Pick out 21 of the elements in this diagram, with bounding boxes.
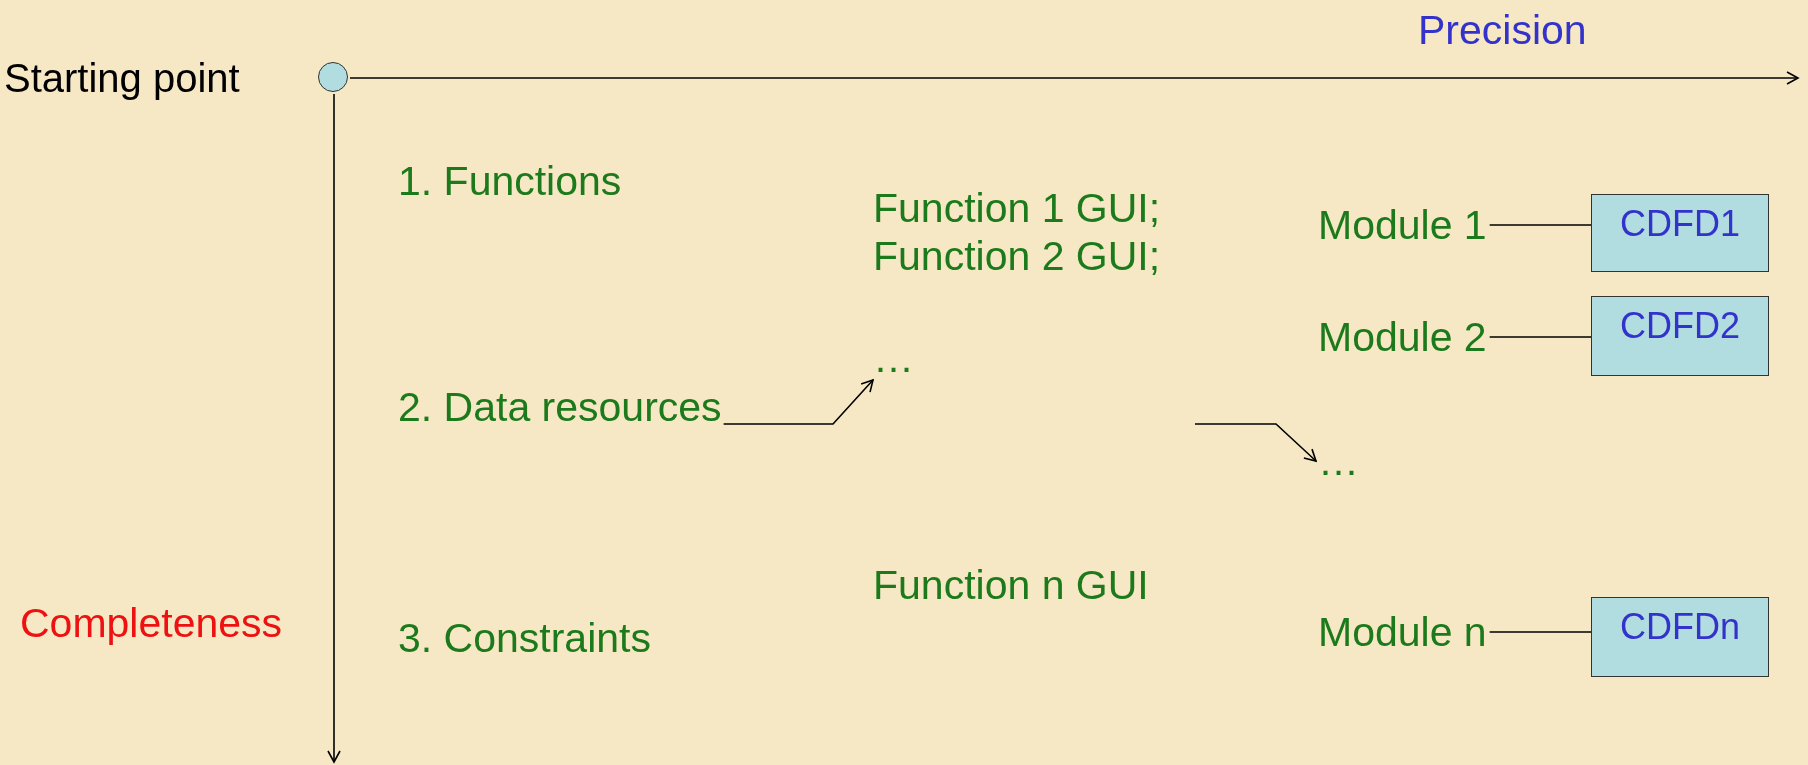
connector-line bbox=[1488, 631, 1592, 633]
list-item: 3. Constraints bbox=[398, 614, 651, 662]
list-item: 2. Data resources bbox=[398, 383, 722, 431]
node-label: Starting point bbox=[4, 55, 240, 102]
ellipsis-label: … bbox=[1318, 437, 1359, 485]
ellipsis-label: … bbox=[873, 334, 914, 382]
connector-line bbox=[1488, 336, 1592, 338]
module-label: Module 2 bbox=[1318, 313, 1487, 361]
gui-label: Function n GUI bbox=[873, 561, 1149, 609]
arrow bbox=[1194, 423, 1317, 462]
process-box: CDFD1 bbox=[1591, 194, 1769, 272]
list-item: 1. Functions bbox=[398, 157, 622, 205]
axis-label: Completeness bbox=[20, 599, 283, 647]
connector-line bbox=[1488, 224, 1592, 226]
module-label: Module n bbox=[1318, 608, 1487, 656]
process-box: CDFDn bbox=[1591, 597, 1769, 677]
process-box: CDFD2 bbox=[1591, 296, 1769, 376]
module-label: Module 1 bbox=[1318, 201, 1487, 249]
axis-label: Precision bbox=[1418, 6, 1587, 54]
gui-label: Function 1 GUI; Function 2 GUI; bbox=[873, 184, 1173, 280]
arrow bbox=[722, 379, 874, 425]
